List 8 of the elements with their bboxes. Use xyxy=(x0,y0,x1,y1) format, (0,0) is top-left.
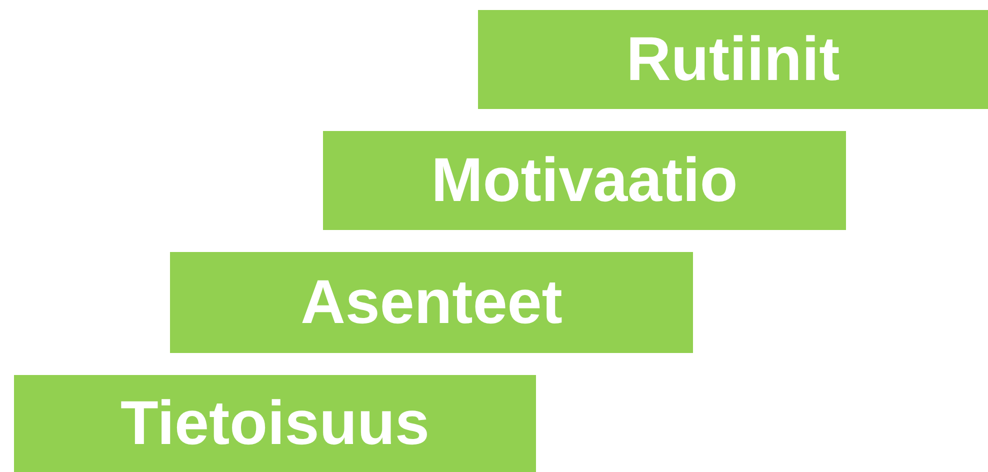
step-label: Motivaatio xyxy=(431,150,738,212)
step-label: Tietoisuus xyxy=(120,392,430,454)
step-bar xyxy=(14,375,536,472)
step-label: Rutiinit xyxy=(626,28,840,90)
step-bar xyxy=(170,252,693,353)
step-bar xyxy=(323,131,846,230)
step-bar xyxy=(478,10,988,109)
step-label: Asenteet xyxy=(300,272,562,334)
